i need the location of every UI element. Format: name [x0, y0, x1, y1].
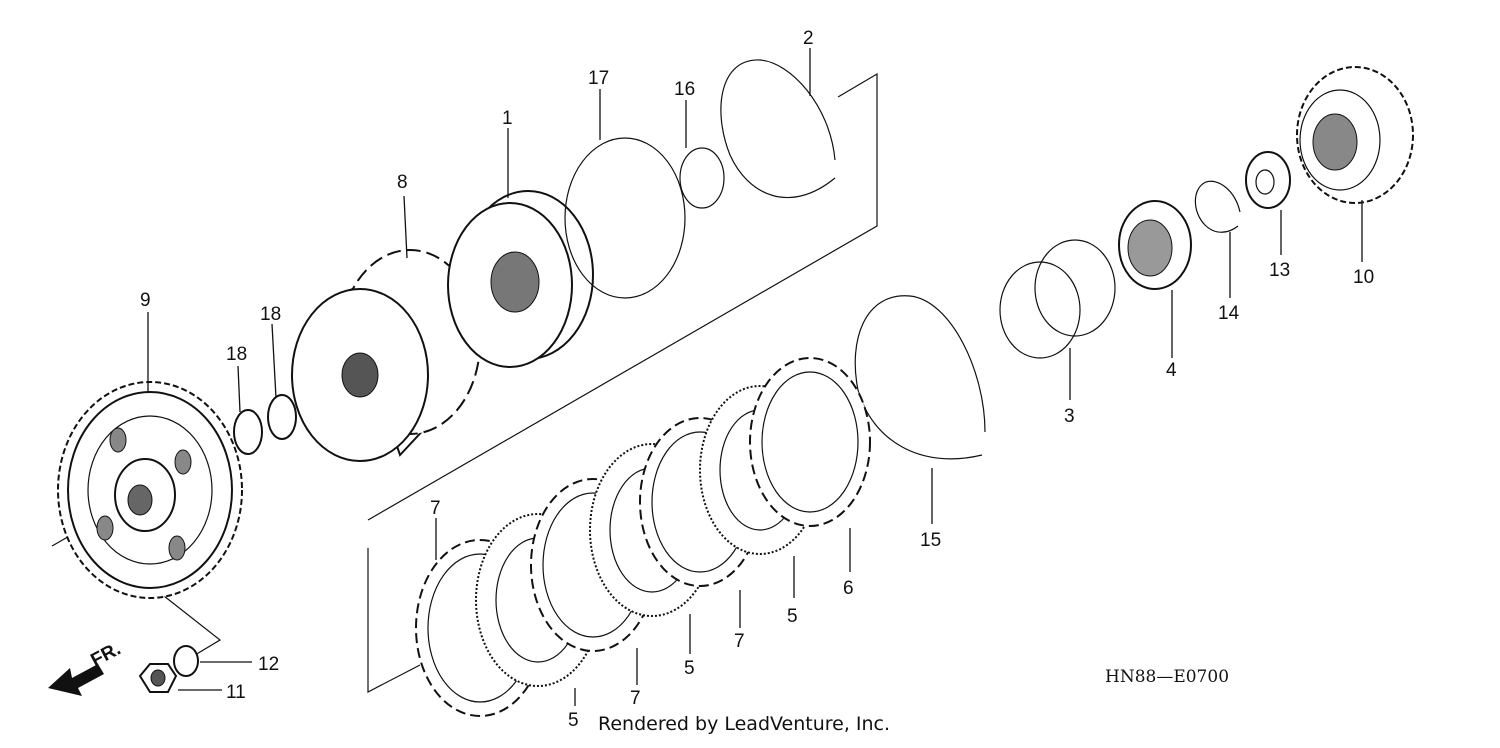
- part-18-ring-b: [267, 394, 297, 440]
- render-credit: Rendered by LeadVenture, Inc.: [598, 713, 890, 735]
- part-3-return-spring: [999, 239, 1116, 359]
- callout-14: 14: [1218, 303, 1240, 324]
- part-9-driven-gear: [57, 381, 243, 599]
- callout-labels: 9 18 18 8 1 17 16 2 10 13 14 4 3 15 6 5 …: [140, 28, 1374, 731]
- callout-4: 4: [1166, 360, 1177, 381]
- direction-label: FR.: [87, 639, 124, 672]
- part-12-washer: [173, 645, 199, 677]
- part-10-drive-gear: [1296, 66, 1414, 204]
- part-18-ring-a: [233, 409, 263, 455]
- part-16-small-o-ring: [679, 147, 725, 209]
- part-4-spring-retainer: [1118, 200, 1192, 290]
- front-direction-arrow-icon: FR.: [48, 639, 124, 696]
- callout-18-b: 18: [260, 304, 281, 325]
- part-15-large-snap-ring: [854, 295, 986, 460]
- callout-17: 17: [588, 68, 609, 89]
- callout-10: 10: [1353, 267, 1374, 288]
- callout-5-c: 5: [568, 710, 579, 731]
- part-13-washer: [1245, 151, 1291, 209]
- callout-2: 2: [803, 28, 814, 49]
- part-8-clutch-drum: [291, 249, 481, 462]
- diagram-code: HN88—E0700: [1105, 667, 1229, 687]
- callout-18-a: 18: [226, 344, 247, 365]
- callout-5-a: 5: [787, 606, 798, 627]
- callout-7-b: 7: [630, 688, 641, 709]
- callout-7-a: 7: [734, 631, 745, 652]
- part-17-o-ring: [564, 137, 686, 299]
- callout-8: 8: [397, 172, 408, 193]
- callout-6-a: 6: [843, 578, 854, 599]
- callout-7-c: 7: [430, 498, 441, 519]
- callout-12: 12: [258, 654, 279, 675]
- callout-3: 3: [1064, 406, 1075, 427]
- callout-1: 1: [502, 108, 513, 129]
- part-11-nut: [138, 663, 178, 693]
- callout-11: 11: [226, 682, 246, 703]
- part-14-circlip: [1194, 180, 1241, 233]
- callout-9: 9: [140, 290, 151, 311]
- assembly-frame-lower: [367, 548, 421, 693]
- part-6-end-plate: [749, 357, 871, 527]
- assembly-frame-upper: [367, 72, 878, 521]
- part-1-piston: [447, 190, 594, 368]
- leader-lines: [147, 48, 1363, 706]
- part-2-snap-ring: [720, 59, 836, 199]
- callout-16: 16: [674, 79, 695, 100]
- callout-5-b: 5: [684, 658, 695, 679]
- callout-15: 15: [920, 530, 941, 551]
- callout-13: 13: [1269, 260, 1290, 281]
